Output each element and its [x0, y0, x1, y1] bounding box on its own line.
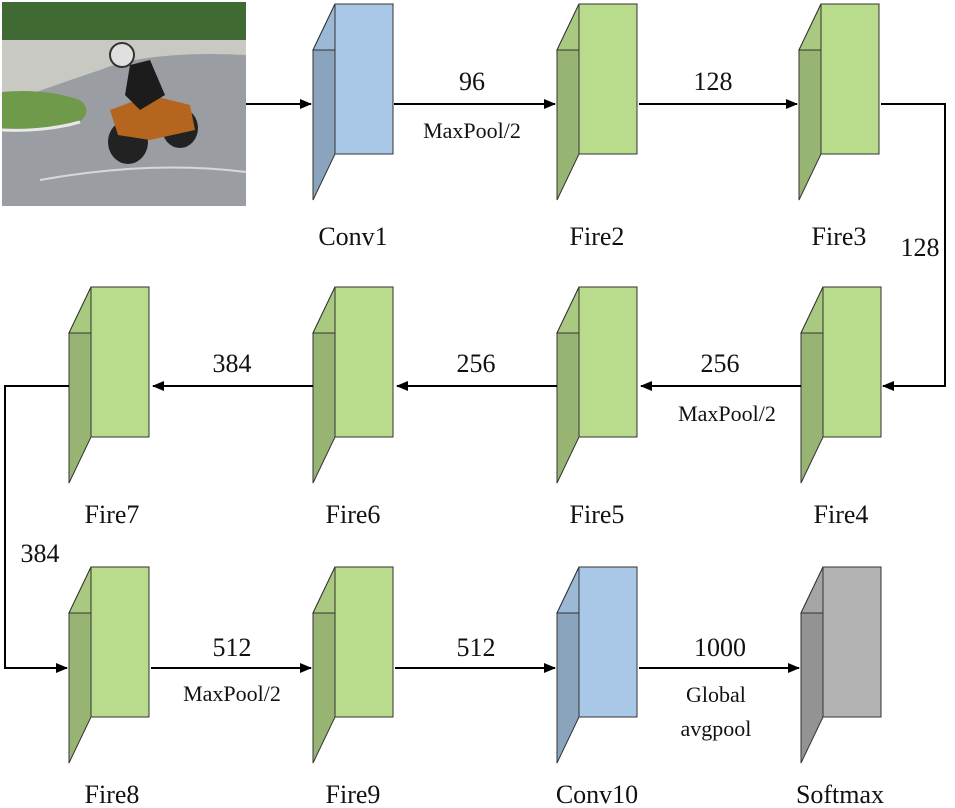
trees: [2, 2, 246, 40]
softmax-label: Softmax: [796, 780, 884, 808]
conv10-label: Conv10: [556, 780, 638, 808]
fire7-fire8-channels: 384: [21, 539, 60, 568]
fire8-fire9-op: MaxPool/2: [183, 681, 281, 706]
conv1-block-front: [334, 3, 394, 155]
fire4-fire5-channels: 256: [701, 349, 740, 378]
fire2-fire3-channels: 128: [694, 67, 733, 96]
fire7-to-fire8-arrow: [4, 385, 69, 673]
fire8-block-front: [90, 566, 150, 718]
fire5-block: [556, 286, 638, 484]
fire8-label: Fire8: [85, 780, 140, 808]
fire8-block: [68, 566, 150, 764]
fire3-block-front: [820, 3, 880, 155]
fire3-label: Fire3: [812, 222, 867, 251]
conv1-block: [312, 3, 394, 201]
conv1-label: Conv1: [318, 222, 387, 251]
fire9-conv10-channels: 512: [457, 633, 496, 662]
fire9-block-front: [334, 566, 394, 718]
fire9-label: Fire9: [326, 780, 381, 808]
fire9-block: [312, 566, 394, 764]
fire3-to-fire4-arrow: [881, 103, 946, 391]
fire6-fire7-channels: 384: [213, 349, 252, 378]
softmax-block: [800, 566, 882, 764]
fire5-label: Fire5: [570, 500, 625, 529]
conv1-fire2-channels: 96: [459, 67, 485, 96]
conv1-fire2-op: MaxPool/2: [423, 118, 521, 143]
input-image: [1, 2, 247, 206]
fire4-block-front: [822, 286, 882, 438]
fire6-block: [312, 286, 394, 484]
fire2-block-front: [578, 3, 638, 155]
fire5-block-front: [578, 286, 638, 438]
fire7-label: Fire7: [85, 500, 140, 529]
fire7-block-front: [90, 286, 150, 438]
conv10-softmax-channels: 1000: [694, 633, 746, 662]
grass-patch: [2, 91, 87, 131]
conv10-block-front: [578, 566, 638, 718]
fire2-block: [556, 3, 638, 201]
fire4-label: Fire4: [814, 500, 869, 529]
fire2-label: Fire2: [570, 222, 625, 251]
fire3-block: [798, 3, 880, 201]
fire3-fire4-channels: 128: [901, 233, 940, 262]
fire6-label: Fire6: [326, 500, 381, 529]
conv10-softmax-op-line1: Global: [686, 682, 746, 707]
fire5-fire6-channels: 256: [457, 349, 496, 378]
softmax-block-front: [822, 566, 882, 718]
motorcycle-rider: [108, 42, 198, 164]
fire4-block: [800, 286, 882, 484]
fire7-block: [68, 286, 150, 484]
fire6-block-front: [334, 286, 394, 438]
conv10-block: [556, 566, 638, 764]
fire8-fire9-channels: 512: [213, 633, 252, 662]
conv10-softmax-op-line2: avgpool: [681, 716, 752, 741]
fire4-fire5-op: MaxPool/2: [678, 401, 776, 426]
